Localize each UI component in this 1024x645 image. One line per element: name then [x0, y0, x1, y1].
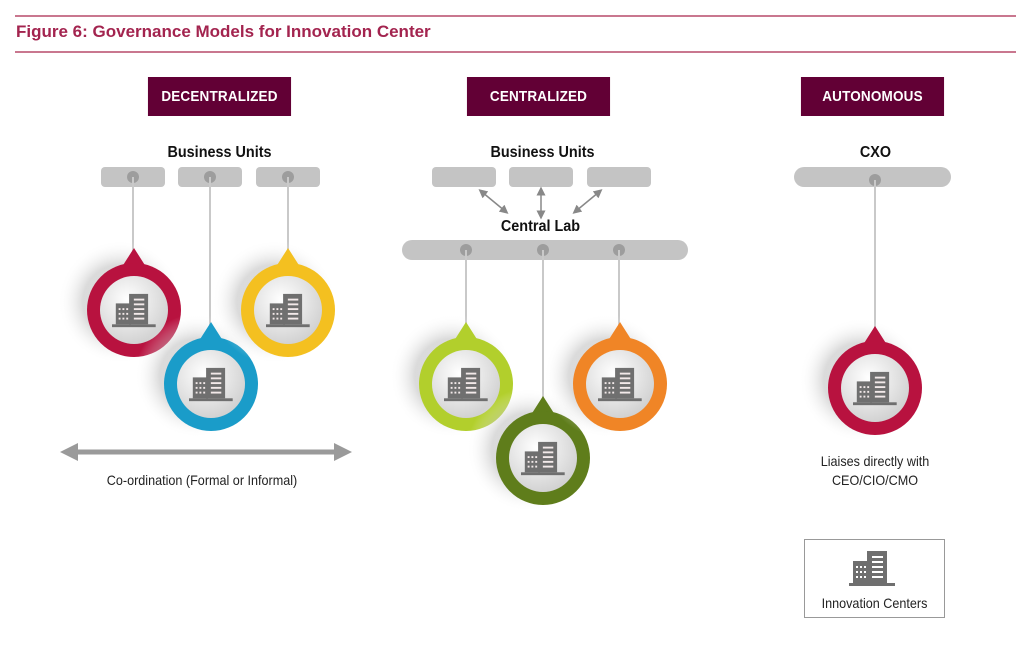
innovation-center-blue — [135, 314, 259, 438]
business-unit-bar — [587, 167, 651, 187]
header-decentralized: DECENTRALIZED — [147, 77, 292, 116]
autonomous-note-line-2: CEO/CIO/CMO — [831, 472, 919, 488]
central-lab-label: Central Lab — [500, 218, 581, 235]
connector-line — [618, 250, 620, 325]
connector-line — [542, 250, 544, 400]
figure-title: Figure 6: Governance Models for Innovati… — [16, 22, 431, 41]
connector-line — [874, 180, 876, 330]
autonomous-note-line-1: Liaises directly with — [820, 453, 930, 469]
title-rule — [15, 51, 1016, 53]
building-icon — [266, 293, 310, 328]
business-units-label-centralized: Business Units — [490, 144, 595, 161]
connector-line — [287, 177, 289, 252]
connector-line — [209, 177, 211, 325]
connector-line — [465, 250, 467, 325]
connector-line — [132, 177, 134, 252]
building-icon — [444, 367, 488, 402]
header-autonomous: AUTONOMOUS — [800, 77, 945, 116]
innovation-center-orange — [544, 314, 668, 438]
bidirectional-arrows — [478, 186, 603, 220]
building-icon — [189, 367, 233, 402]
legend-box: Innovation Centers — [804, 539, 945, 618]
top-rule — [15, 15, 1016, 17]
building-icon — [598, 367, 642, 402]
innovation-center-olive — [467, 388, 591, 512]
building-icon — [521, 441, 565, 476]
business-units-label-decentralized: Business Units — [167, 144, 272, 161]
business-unit-bar — [432, 167, 496, 187]
arrow-left — [478, 189, 509, 214]
header-centralized: CENTRALIZED — [466, 77, 611, 116]
building-icon — [112, 293, 156, 328]
coordination-label: Co-ordination (Formal or Informal) — [106, 472, 298, 488]
building-icon — [849, 551, 895, 586]
business-unit-bar — [509, 167, 573, 187]
arrow-right — [572, 189, 603, 214]
legend-label: Innovation Centers — [821, 595, 928, 611]
innovation-center-yellow — [212, 240, 336, 364]
cxo-label: CXO — [859, 144, 892, 161]
building-icon — [853, 371, 897, 406]
innovation-center-crimson — [799, 318, 923, 442]
coordination-arrow — [60, 443, 352, 461]
